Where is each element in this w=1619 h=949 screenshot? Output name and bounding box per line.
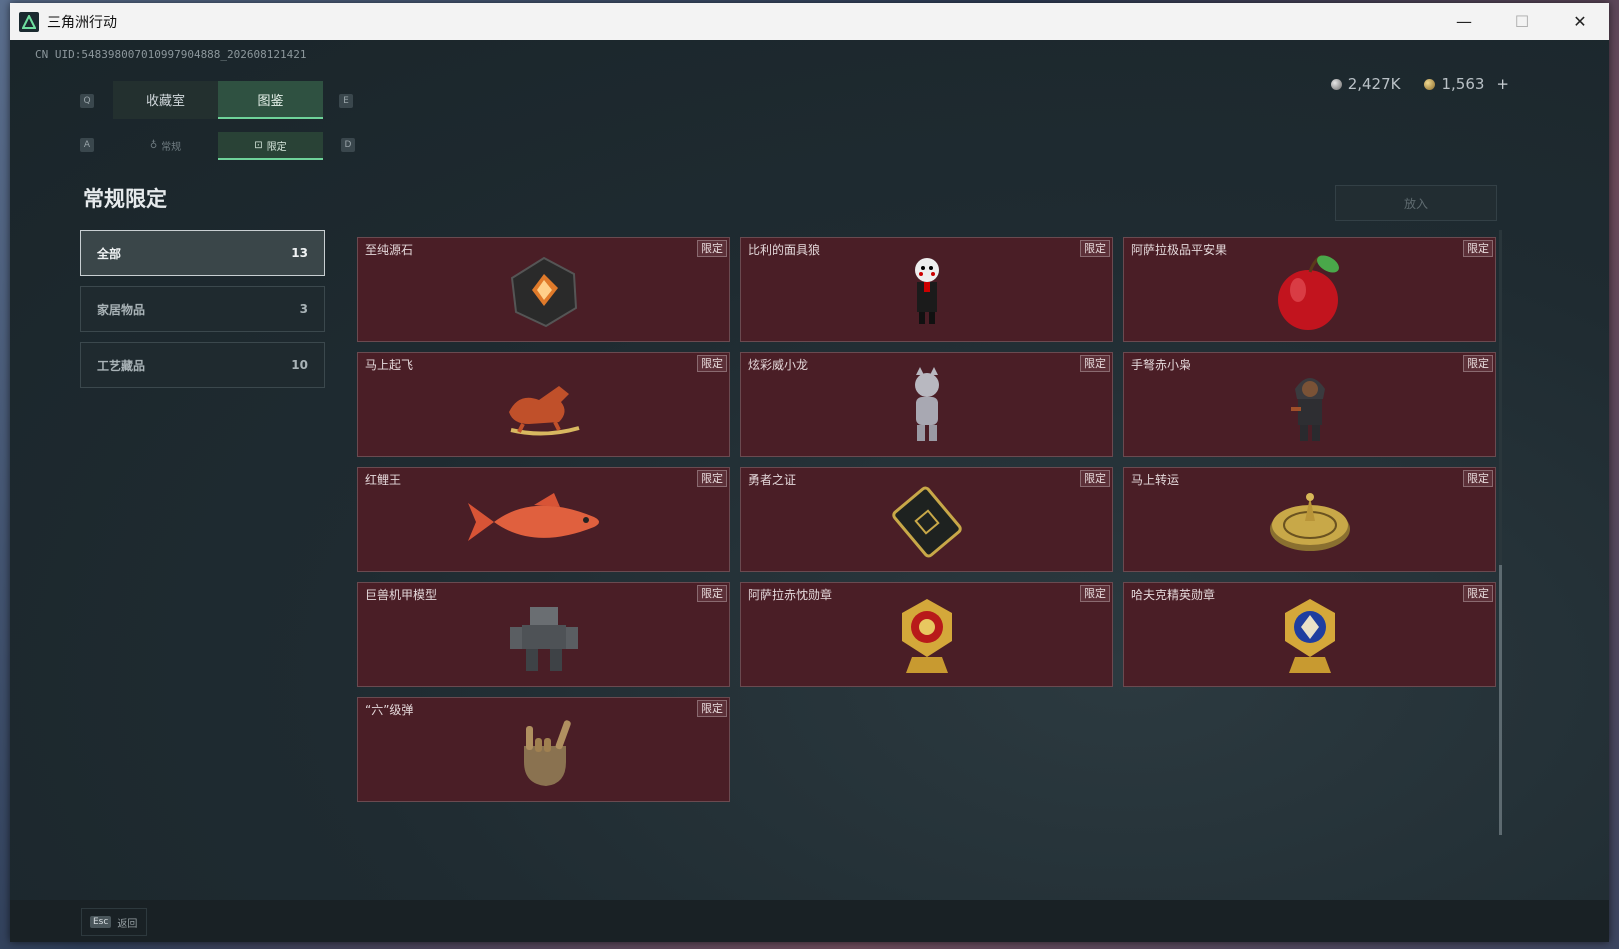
compass-icon (1269, 493, 1350, 551)
back-label: 返回 (117, 918, 138, 930)
figurine-icon (914, 367, 939, 441)
app-window: 三角洲行动 — ☐ ✕ CN UID:548398007010997904888… (10, 3, 1609, 942)
item-name: 马上起飞 (365, 358, 414, 372)
puppet-icon (914, 258, 939, 324)
section-title: 常规限定 (83, 187, 167, 211)
tab-collection-room[interactable]: 收藏室 (113, 81, 218, 119)
item-card[interactable]: 红鲤王 限定 (357, 467, 730, 572)
uid-label: CN UID:548398007010997904888_20260812142… (35, 48, 307, 61)
limited-badge: 限定 (1463, 355, 1493, 372)
maximize-button[interactable]: ☐ (1514, 12, 1530, 31)
limited-badge: 限定 (1463, 240, 1493, 257)
footer-bar: Esc 返回 (10, 900, 1609, 942)
key-hint-e: E (339, 94, 353, 108)
esc-key-hint: Esc (90, 916, 112, 928)
put-in-button[interactable]: 放入 (1335, 185, 1497, 221)
sub-tabs: ♁常规 ⊡限定 (113, 132, 323, 160)
gold-coin-icon (1424, 78, 1436, 90)
limited-badge: 限定 (1080, 470, 1110, 487)
item-card[interactable]: 至纯源石 限定 (357, 237, 730, 342)
item-card[interactable]: 勇者之证 限定 (740, 467, 1113, 572)
limited-badge: 限定 (697, 470, 727, 487)
app-logo-icon (19, 11, 39, 32)
item-card[interactable]: 马上转运 限定 (1123, 467, 1496, 572)
gem-icon (510, 256, 577, 328)
item-name: 至纯源石 (365, 243, 414, 257)
window-title: 三角洲行动 (47, 14, 117, 31)
subtab-limited[interactable]: ⊡限定 (218, 132, 323, 160)
item-card[interactable]: 哈夫克精英勋章 限定 (1123, 582, 1496, 687)
medal-red-icon (901, 599, 952, 673)
grid-scrollbar[interactable] (1499, 230, 1502, 835)
scroll-thumb[interactable] (1499, 565, 1502, 835)
item-name: 阿萨拉赤忱勋章 (748, 588, 833, 602)
limited-badge: 限定 (1463, 585, 1493, 602)
item-name: 红鲤王 (365, 473, 402, 487)
main-tabs: 收藏室 图鉴 (113, 81, 323, 119)
limited-badge: 限定 (1080, 585, 1110, 602)
item-card[interactable]: 手弩赤小枭 限定 (1123, 352, 1496, 457)
card-icon (891, 486, 962, 558)
item-card[interactable]: 阿萨拉赤忱勋章 限定 (740, 582, 1113, 687)
item-card[interactable]: 比利的面具狼 限定 (740, 237, 1113, 342)
limited-badge: 限定 (697, 585, 727, 602)
limited-badge: 限定 (697, 700, 727, 717)
item-name: 巨兽机甲模型 (365, 588, 438, 602)
item-card[interactable]: 阿萨拉极品平安果 限定 (1123, 237, 1496, 342)
mech-icon (509, 607, 578, 671)
horse-icon (508, 386, 580, 436)
item-card[interactable]: 马上起飞 限定 (357, 352, 730, 457)
item-name: 马上转运 (1131, 473, 1180, 487)
item-name: 手弩赤小枭 (1131, 358, 1192, 372)
silver-coin-icon (1330, 78, 1342, 90)
minimize-button[interactable]: — (1456, 12, 1472, 31)
drop-icon: ♁ (149, 139, 158, 151)
item-name: 炫彩威小龙 (748, 358, 809, 372)
back-button[interactable]: Esc 返回 (81, 908, 147, 936)
bullet-hand-icon (523, 720, 571, 786)
item-grid: 至纯源石 限定 比利的面具狼 限定 (357, 237, 1497, 802)
silver-currency: 2,427K (1330, 75, 1400, 93)
title-bar: 三角洲行动 — ☐ ✕ (10, 3, 1609, 40)
key-hint-a: A (80, 138, 94, 152)
item-name: “六”级弹 (365, 703, 414, 717)
item-name: 比利的面具狼 (748, 243, 821, 257)
apple-icon (1277, 254, 1339, 330)
limited-badge: 限定 (1080, 355, 1110, 372)
fish-icon (467, 493, 599, 541)
medal-blue-icon (1284, 599, 1335, 673)
main-content: CN UID:548398007010997904888_20260812142… (10, 40, 1609, 942)
subtab-regular[interactable]: ♁常规 (149, 139, 182, 153)
item-card[interactable]: “六”级弹 限定 (357, 697, 730, 802)
limited-badge: 限定 (697, 240, 727, 257)
hooded-figure-icon (1290, 378, 1325, 441)
item-name: 阿萨拉极品平安果 (1131, 243, 1228, 257)
item-name: 勇者之证 (748, 473, 797, 487)
limited-badge: 限定 (1080, 240, 1110, 257)
limited-badge: 限定 (697, 355, 727, 372)
item-card[interactable]: 巨兽机甲模型 限定 (357, 582, 730, 687)
limited-badge: 限定 (1463, 470, 1493, 487)
picture-icon: ⊡ (254, 139, 263, 151)
key-hint-d: D (341, 138, 355, 152)
item-name: 哈夫克精英勋章 (1131, 588, 1216, 602)
key-hint-q: Q (80, 94, 94, 108)
gold-currency: 1,563+ (1424, 75, 1509, 93)
item-card[interactable]: 炫彩威小龙 限定 (740, 352, 1113, 457)
currency-bar: 2,427K 1,563+ (1330, 75, 1509, 93)
add-currency-button[interactable]: + (1496, 75, 1509, 93)
tab-codex[interactable]: 图鉴 (218, 81, 323, 119)
close-button[interactable]: ✕ (1573, 12, 1587, 31)
